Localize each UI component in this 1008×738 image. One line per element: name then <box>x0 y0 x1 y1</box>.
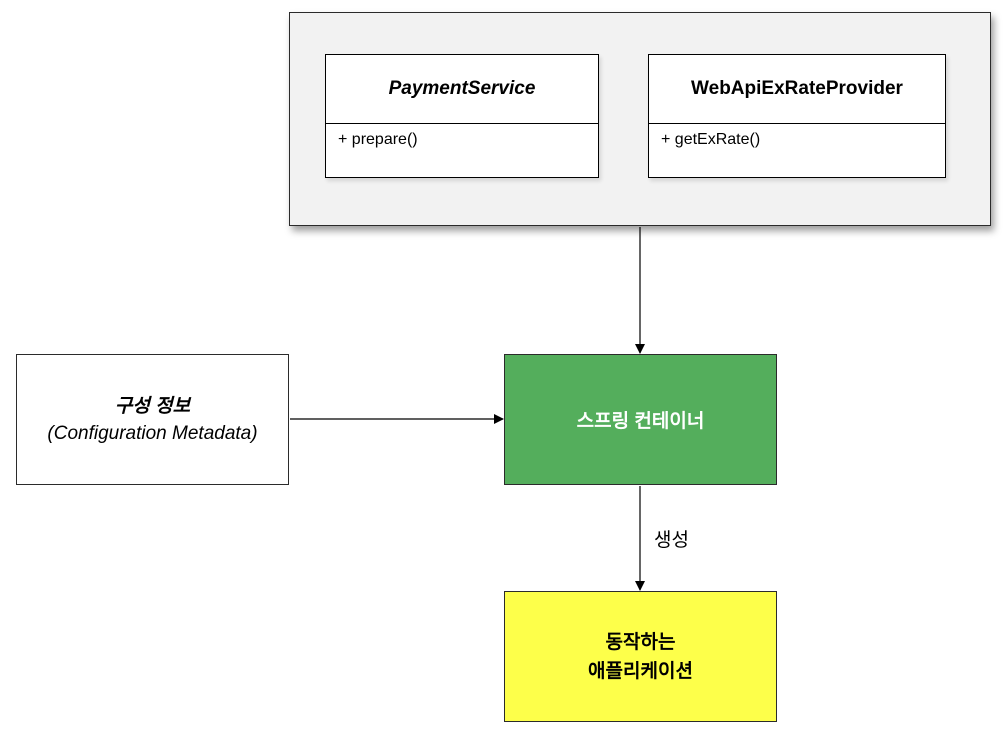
payment-service-name: PaymentService <box>326 55 598 124</box>
pojo-classes-panel: PaymentService + prepare() WebApiExRateP… <box>289 12 991 226</box>
application-label-line1: 동작하는 <box>605 631 676 653</box>
config-metadata-subtitle: (Configuration Metadata) <box>47 422 258 444</box>
web-api-ex-rate-provider-method: + getExRate() <box>661 131 761 148</box>
web-api-ex-rate-provider-name: WebApiExRateProvider <box>649 55 945 124</box>
creation-label: 생성 <box>654 525 689 552</box>
spring-container-box: 스프링 컨테이너 <box>504 354 777 485</box>
config-metadata-box: 구성 정보 (Configuration Metadata) <box>16 354 289 485</box>
payment-service-method: + prepare() <box>338 131 418 148</box>
config-metadata-title: 구성 정보 <box>114 395 191 417</box>
application-box: 동작하는 애플리케이션 <box>504 591 777 722</box>
application-label-line2: 애플리케이션 <box>588 660 693 682</box>
payment-service-class: PaymentService + prepare() <box>325 54 599 178</box>
web-api-ex-rate-provider-class: WebApiExRateProvider + getExRate() <box>648 54 946 178</box>
spring-container-label: 스프링 컨테이너 <box>576 411 705 432</box>
